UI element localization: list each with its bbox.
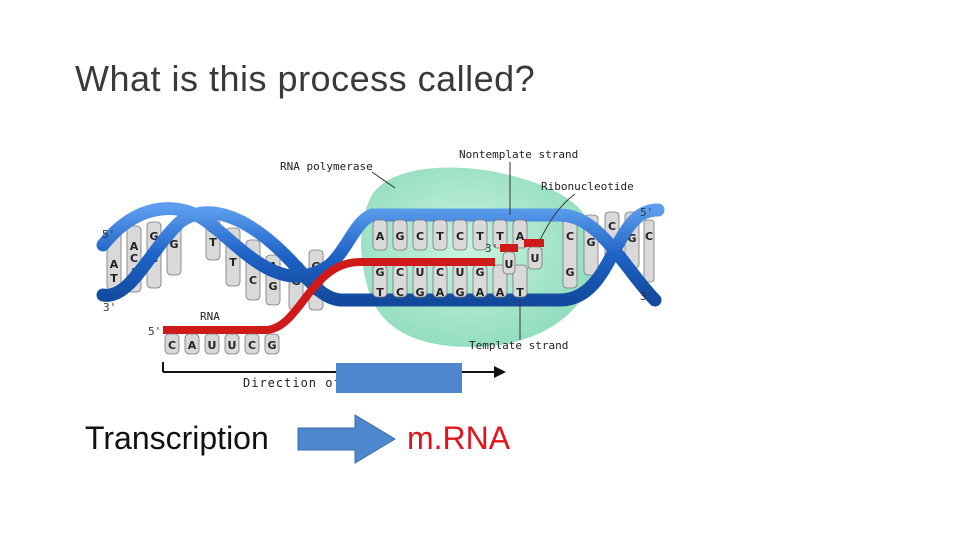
end-label-rna-end: 3' — [485, 242, 498, 255]
rna-tail-base-0: C — [168, 339, 176, 352]
rna-bubble-base-1: C — [396, 266, 404, 279]
rna-bubble-base-0: G — [375, 266, 384, 279]
rna-short-segment-1 — [500, 244, 518, 252]
free-ribonucleotide-base: U — [531, 252, 540, 265]
label-direction: Direction of — [243, 376, 342, 390]
rna-tail-rungs — [165, 334, 279, 354]
covered-answer-box — [336, 363, 462, 393]
bubble-bottom-base-2: G — [415, 286, 424, 299]
label-rna: RNA — [200, 310, 220, 323]
svg-text:G: G — [586, 236, 595, 249]
svg-text:C: C — [566, 230, 574, 243]
answer-product-label: m.RNA — [407, 420, 510, 457]
bubble-top-base-0: A — [376, 230, 385, 243]
svg-text:T: T — [209, 236, 217, 249]
bubble-top-base-5: T — [476, 230, 484, 243]
end-label-bottom-left: 3' — [103, 301, 116, 314]
answer-arrow — [298, 415, 395, 463]
end-label-top-left: 5' — [102, 228, 115, 241]
rna-bubble-base-4: U — [456, 266, 465, 279]
svg-text:C: C — [608, 220, 616, 233]
rna-bubble-base-2: U — [416, 266, 425, 279]
free-ribonucleotide-bar — [524, 239, 544, 247]
svg-text:C: C — [130, 252, 138, 265]
label-ribonucleotide: Ribonucleotide — [541, 180, 634, 193]
bubble-top-base-2: C — [416, 230, 424, 243]
rna-tail-base-5: G — [267, 339, 276, 352]
answer-process-label: Transcription — [85, 420, 269, 457]
svg-text:C: C — [249, 274, 257, 287]
end-label-rna-start: 5' — [148, 325, 161, 338]
label-template-strand: Template strand — [469, 339, 568, 352]
bubble-bottom-base-4: G — [455, 286, 464, 299]
end-label-top-right: 5' — [640, 206, 653, 219]
label-nontemplate-strand: Nontemplate strand — [459, 148, 578, 161]
bubble-bottom-base-3: A — [436, 286, 445, 299]
label-rna-polymerase: RNA polymerase — [280, 160, 373, 173]
bubble-top-base-4: C — [456, 230, 464, 243]
bubble-top-base-7: A — [516, 230, 525, 243]
direction-arrowhead — [494, 366, 506, 378]
svg-text:C: C — [645, 230, 653, 243]
rna-bubble-base-3: C — [436, 266, 444, 279]
svg-text:A: A — [110, 258, 119, 271]
incoming-nucleotide-base: U — [505, 258, 514, 271]
bubble-bottom-base-6: A — [496, 286, 505, 299]
rna-polymerase-blob — [361, 168, 595, 347]
rna-tail-base-4: C — [248, 339, 256, 352]
end-label-bottom-right: 3' — [640, 290, 653, 303]
bubble-bottom-base-5: A — [476, 286, 485, 299]
bubble-top-base-1: G — [395, 230, 404, 243]
rna-bubble-base-5: G — [475, 266, 484, 279]
svg-text:G: G — [565, 266, 574, 279]
svg-text:G: G — [268, 280, 277, 293]
bubble-bottom-base-0: T — [376, 286, 384, 299]
rna-tail-base-3: U — [228, 339, 237, 352]
bubble-bottom-base-1: C — [396, 286, 404, 299]
rna-tail-base-2: U — [208, 339, 217, 352]
svg-text:T: T — [110, 272, 118, 285]
bubble-bottom-base-7: T — [516, 286, 524, 299]
bubble-top-base-3: T — [436, 230, 444, 243]
rna-tail-base-1: A — [188, 339, 197, 352]
svg-text:T: T — [229, 256, 237, 269]
